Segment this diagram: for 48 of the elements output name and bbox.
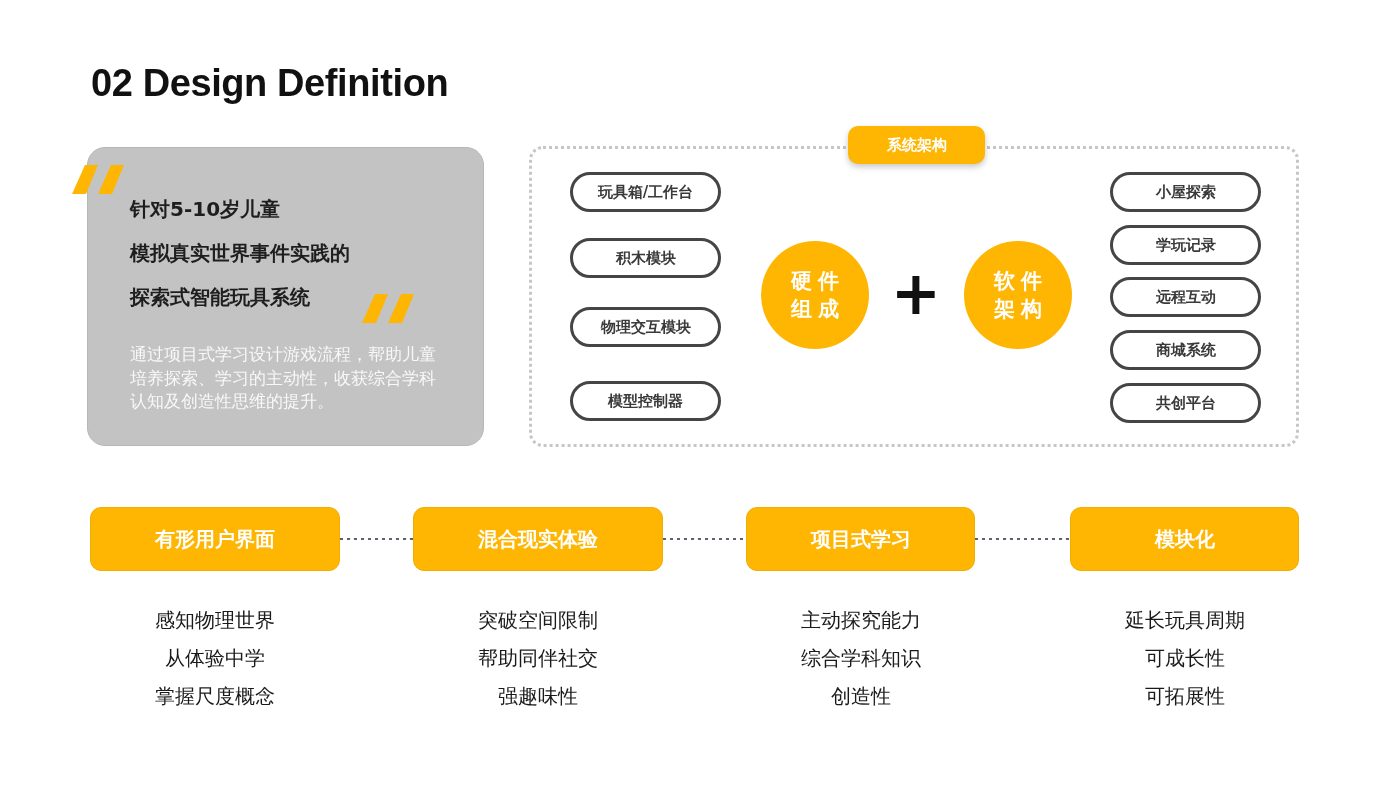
category-name: 软件架构: [992, 268, 1049, 323]
benefit-text: 感知物理世界: [155, 607, 275, 633]
module-pill: [1110, 330, 1261, 370]
benefit-text: 综合学科知识: [800, 645, 921, 671]
module-pill: [570, 381, 721, 421]
module-pill: [1110, 225, 1261, 265]
feature-title: 模块化: [1154, 525, 1215, 553]
feature-title: 混合现实体验: [478, 525, 598, 553]
module-pill: [570, 238, 721, 278]
headline-text: 针对5-10岁儿童: [130, 196, 281, 223]
module-name: 共创平台: [1155, 393, 1216, 413]
page-title: 02 Design Definition: [91, 61, 449, 105]
feature-title: 项目式学习: [810, 525, 911, 553]
module-pill: [1110, 383, 1261, 423]
module-name: 商城系统: [1155, 340, 1216, 360]
feature-title: 有形用户界面: [155, 525, 275, 553]
feature-box: [746, 507, 975, 571]
benefit-text: 强趣味性: [498, 683, 578, 709]
module-pill: [1110, 172, 1261, 212]
module-pill: [1110, 277, 1261, 317]
feature-box: [413, 507, 663, 571]
benefit-text: 突破空间限制: [478, 607, 598, 633]
plus-sign: +: [890, 263, 942, 323]
benefit-text: 主动探究能力: [800, 607, 921, 633]
module-name: 模型控制器: [608, 391, 683, 411]
benefit-text: 可拓展性: [1144, 683, 1225, 709]
module-name: 物理交互模块: [600, 317, 691, 337]
module-name: 远程互动: [1155, 287, 1216, 307]
benefit-text: 延长玩具周期: [1124, 607, 1245, 633]
module-name: 小屋探索: [1155, 182, 1216, 202]
dotted-connector: [339, 538, 414, 540]
benefit-text: 从体验中学: [165, 645, 265, 671]
module-pill: [570, 172, 721, 212]
benefit-text: 掌握尺度概念: [155, 683, 275, 709]
benefit-text: 创造性: [830, 683, 891, 709]
section-tab: 系统架构: [848, 126, 985, 164]
benefit-text: 可成长性: [1144, 645, 1225, 671]
module-pill: [570, 307, 721, 347]
module-name: 积木模块: [615, 248, 676, 268]
category-name: 硬件组成: [789, 268, 846, 323]
headline-text: 模拟真实世界事件实践的: [130, 240, 350, 267]
feature-box: [90, 507, 340, 571]
feature-box: [1070, 507, 1299, 571]
module-name: 学玩记录: [1155, 235, 1216, 255]
headline-text: 探索式智能玩具系统: [130, 284, 310, 311]
benefit-text: 帮助同伴社交: [478, 645, 598, 671]
module-name: 玩具箱/工作台: [597, 182, 694, 202]
dotted-connector: [974, 538, 1071, 540]
